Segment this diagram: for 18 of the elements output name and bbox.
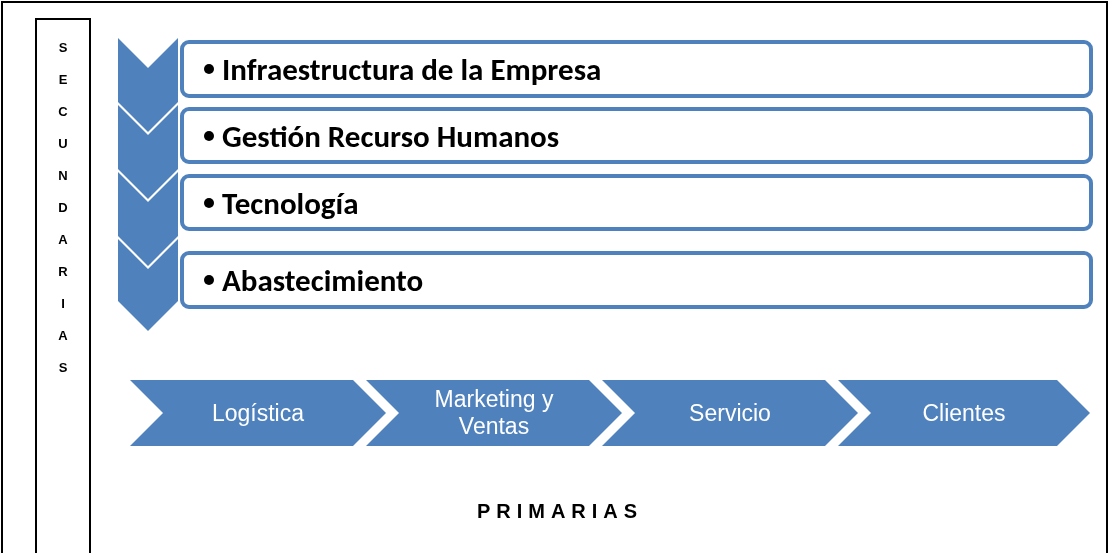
chevron-step: Clientes: [838, 380, 1090, 446]
notched-tab: [118, 172, 178, 266]
activity-label: Gestión Recurso Humanos: [222, 116, 560, 155]
chevron-step: Servicio: [602, 380, 858, 446]
activity-bar: [180, 40, 1093, 98]
activity-label: Abastecimiento: [222, 261, 424, 299]
notched-tab: [118, 38, 178, 132]
chevron-step: Logística: [130, 380, 386, 446]
section-label: PRIMARIAS: [475, 500, 645, 523]
activity-bar: [180, 251, 1093, 309]
activity-bar: [180, 107, 1093, 164]
chevron-step: Marketing y Ventas: [366, 380, 622, 446]
notched-tab: [118, 105, 178, 199]
notched-tab: [118, 239, 178, 331]
activity-label: Infraestructura de la Empresa: [222, 50, 602, 88]
activity-bar: [180, 174, 1093, 231]
vertical-label: SECUNDARIAS: [57, 39, 69, 377]
activity-label: Tecnología: [222, 183, 359, 222]
